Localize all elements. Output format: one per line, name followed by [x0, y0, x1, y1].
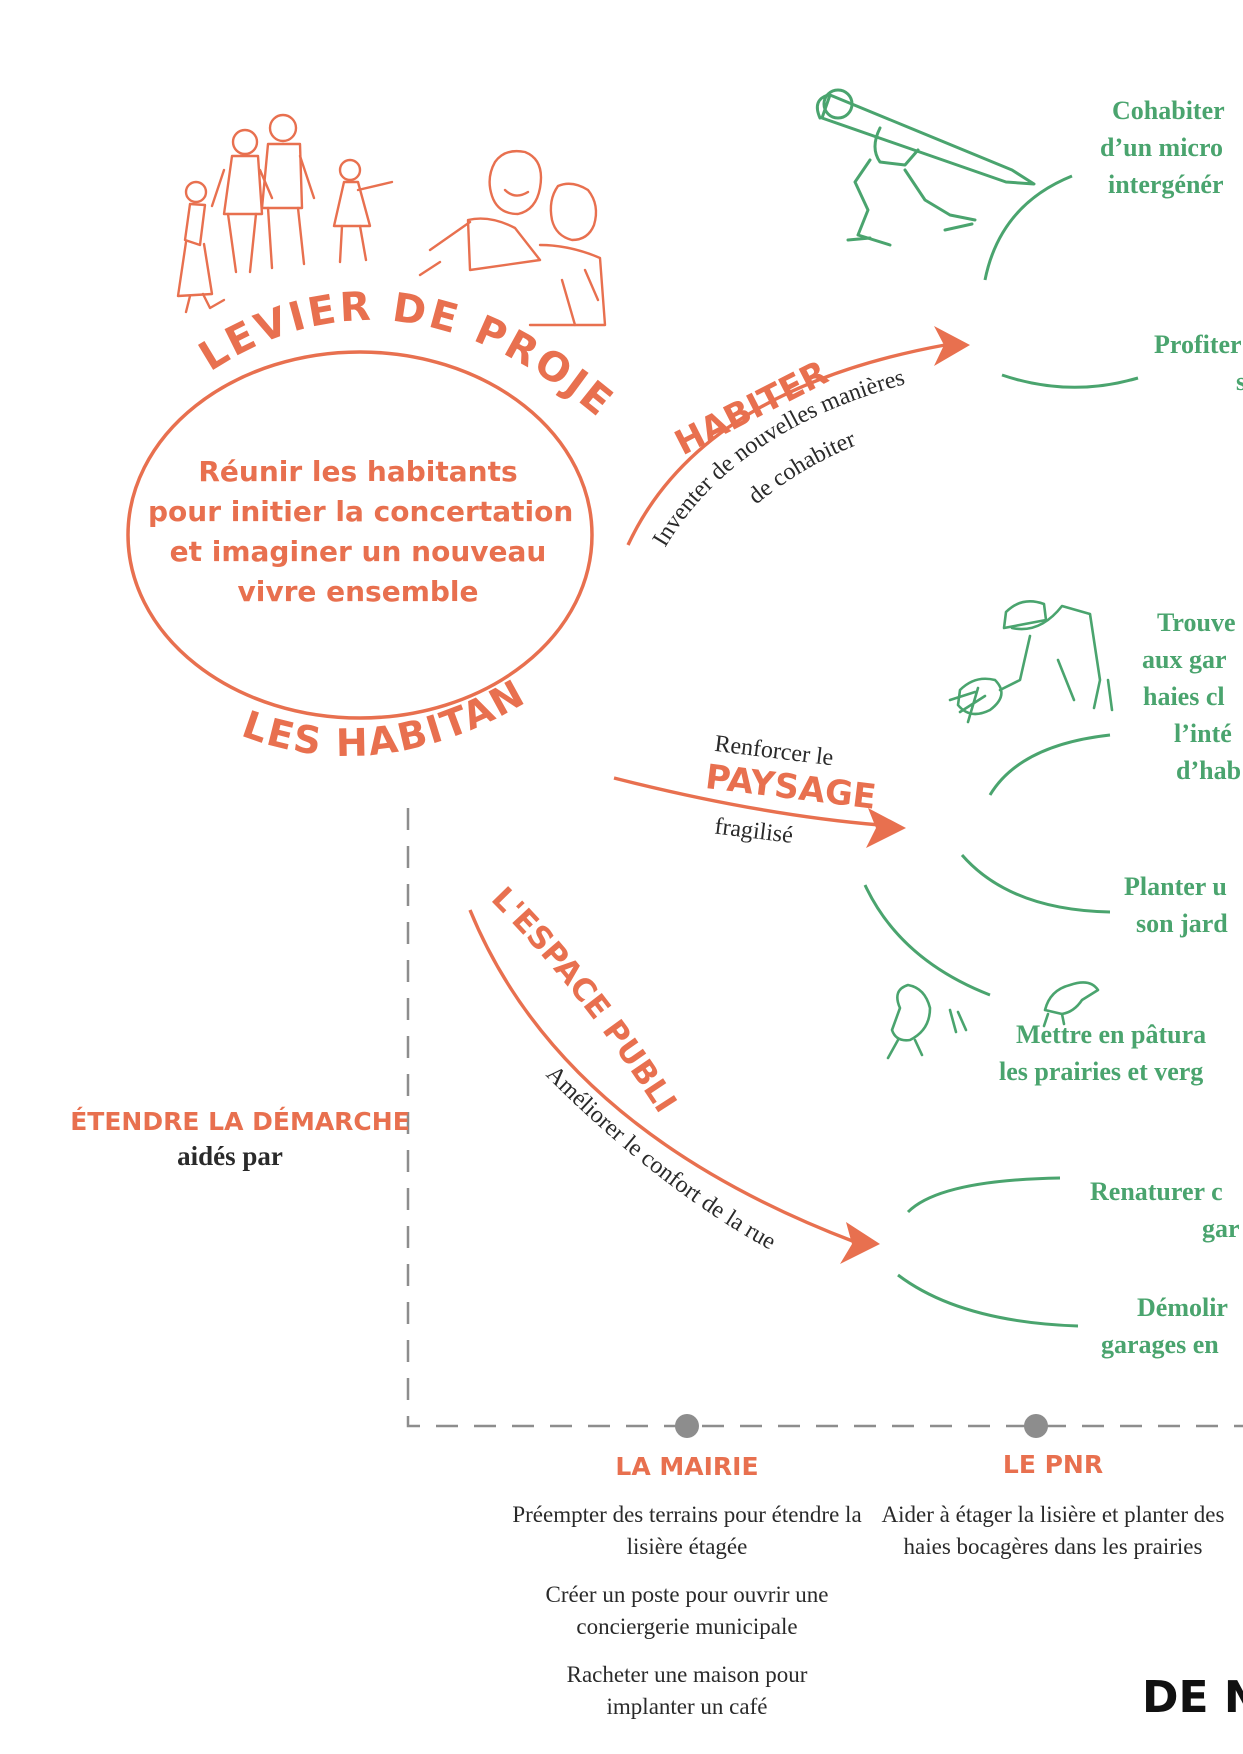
- dashed-connector: [406, 808, 1243, 1428]
- goat-icon: [1042, 981, 1100, 1028]
- actor-mairie: LA MAIRIE Préempter des terrains pour ét…: [487, 1452, 887, 1739]
- extend-title: ÉTENDRE LA DÉMARCHE: [70, 1107, 410, 1136]
- les-habitants-arc-label: LES HABITANTS: [0, 0, 533, 765]
- action-renaturer: Renaturer c gar: [1090, 1177, 1240, 1243]
- action-trouver: Trouve aux gar haies cl l’inté d’hab: [1142, 608, 1242, 785]
- arrow-heads: [840, 326, 970, 1264]
- center-text: Réunir les habitants pour initier la con…: [148, 452, 574, 612]
- action-demolir: Démolir garages en: [1101, 1293, 1228, 1359]
- actor-pnr: LE PNR Aider à étager la lisière et plan…: [868, 1450, 1238, 1579]
- actor-mairie-items: Préempter des terrains pour étendre la l…: [512, 1502, 862, 1719]
- levier-de-projet-arc-label: LEVIER DE PROJET: [0, 0, 623, 427]
- people-illustration-icon: [176, 113, 607, 327]
- actor-pnr-title: LE PNR: [1002, 1450, 1104, 1479]
- actor-pnr-items: Aider à étager la lisière et planter des…: [881, 1502, 1225, 1559]
- green-brackets: [863, 174, 1139, 1328]
- sheep-icon: [886, 983, 968, 1060]
- action-profiter: Profiter s: [1154, 330, 1243, 396]
- action-planter: Planter u son jard: [1124, 872, 1228, 938]
- center-line: et imaginer un nouveau: [169, 535, 547, 568]
- action-paturage: Mettre en pâtura les prairies et verg: [999, 1020, 1207, 1086]
- mairie-node: [675, 1414, 699, 1438]
- gardener-icon: [948, 600, 1114, 724]
- footer-logo-text: DE N: [1142, 1672, 1243, 1723]
- center-line: Réunir les habitants: [198, 455, 518, 488]
- pencil-carrier-icon: [815, 88, 1036, 247]
- actor-mairie-title: LA MAIRIE: [615, 1452, 759, 1481]
- extend-subtitle: aidés par: [177, 1141, 283, 1171]
- center-line: pour initier la concertation: [148, 495, 574, 528]
- paysage-label-group: Renforcer le PAYSAGE fragilisé: [703, 731, 878, 849]
- svg-text:fragilisé: fragilisé: [713, 814, 794, 849]
- center-line: vivre ensemble: [237, 575, 479, 608]
- branch-arrows: [468, 343, 946, 1244]
- action-cohabiter: Cohabiter d’un micro intergénér: [1100, 96, 1225, 199]
- pnr-node: [1024, 1414, 1048, 1438]
- center-ellipse: [126, 350, 594, 720]
